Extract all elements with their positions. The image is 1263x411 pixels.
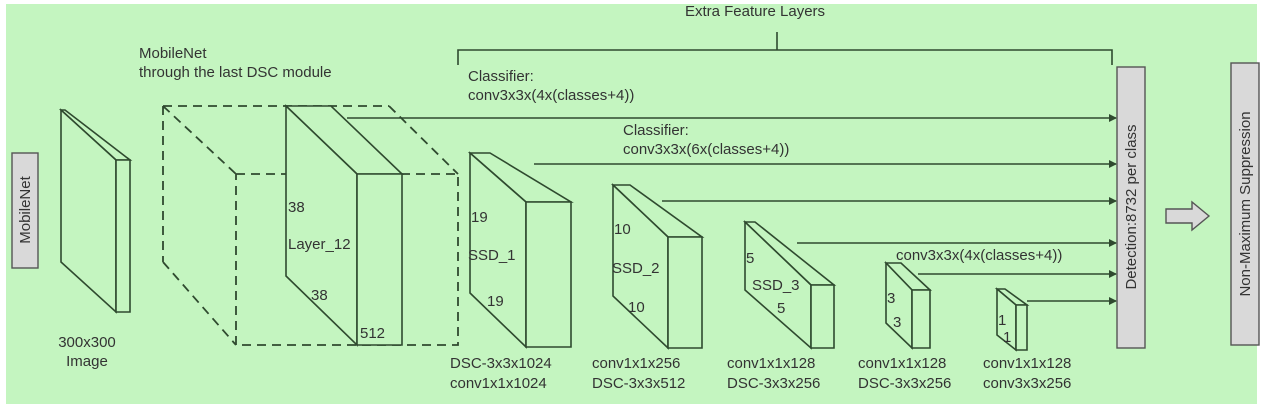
ssd3-op1: conv1x1x128 bbox=[727, 355, 815, 372]
extra-feature-layers-label: Extra Feature Layers bbox=[685, 3, 825, 20]
mobilenet-dashed-cube bbox=[162, 105, 459, 346]
layer1x1-slab bbox=[994, 287, 1030, 352]
classifier-3-op: conv3x3x(4x(classes+4)) bbox=[896, 247, 1062, 264]
layer3x3-op1: conv1x1x128 bbox=[858, 355, 946, 372]
layer1x1-height: 1 bbox=[998, 312, 1006, 329]
layer3x3-op2: DSC-3x3x256 bbox=[858, 375, 951, 392]
ssd2-op1: conv1x1x256 bbox=[592, 355, 680, 372]
layer12-width: 38 bbox=[311, 287, 328, 304]
ssd3-slab bbox=[743, 220, 837, 350]
mobilenet-title: MobileNet bbox=[139, 45, 207, 62]
ssd3-op2: DSC-3x3x256 bbox=[727, 375, 820, 392]
ssd1-height: 19 bbox=[471, 209, 488, 226]
ssd1-op1: DSC-3x3x1024 bbox=[450, 355, 552, 372]
layer3x3-width: 3 bbox=[893, 314, 901, 331]
input-image-slab bbox=[58, 108, 133, 314]
layer12-height: 38 bbox=[288, 199, 305, 216]
ssd1-width: 19 bbox=[487, 293, 504, 310]
mobilenet-subtitle: through the last DSC module bbox=[139, 64, 332, 81]
nms-label: Non-Maximum Suppression bbox=[1237, 111, 1254, 296]
mobilenet-box-label: MobileNet bbox=[17, 175, 34, 243]
ssd2-width: 10 bbox=[628, 299, 645, 316]
extra-feature-layers-brace bbox=[457, 32, 1113, 65]
ssd2-height: 10 bbox=[614, 221, 631, 238]
classifier-2-op: conv3x3x(6x(classes+4)) bbox=[623, 141, 789, 158]
ssd1-op2: conv1x1x1024 bbox=[450, 375, 547, 392]
layer12-slab bbox=[284, 104, 404, 347]
layer3x3-height: 3 bbox=[887, 290, 895, 307]
layer12-name: Layer_12 bbox=[288, 236, 351, 253]
classifier-2-title: Classifier: bbox=[623, 122, 689, 139]
nms-box: Non-Maximum Suppression bbox=[1230, 62, 1260, 346]
ssd3-height: 5 bbox=[746, 250, 754, 267]
layer3x3-slab bbox=[884, 261, 933, 350]
ssd3-width: 5 bbox=[777, 300, 785, 317]
image-size-label: 300x300 bbox=[58, 334, 116, 351]
ssd2-name: SSD_2 bbox=[612, 260, 660, 277]
classifier-1-title: Classifier: bbox=[468, 68, 534, 85]
detection-label: Detection:8732 per class bbox=[1123, 124, 1140, 289]
ssd3-name: SSD_3 bbox=[752, 277, 800, 294]
classifier-1-op: conv3x3x(4x(classes+4)) bbox=[468, 87, 634, 104]
ssd1-name: SSD_1 bbox=[468, 247, 516, 264]
layer1x1-width: 1 bbox=[1003, 329, 1011, 346]
image-label: Image bbox=[66, 353, 108, 370]
ssd1-slab bbox=[467, 151, 574, 349]
detection-box: Detection:8732 per class bbox=[1116, 66, 1146, 349]
layer12-channels: 512 bbox=[360, 325, 385, 342]
layer1x1-op1: conv1x1x128 bbox=[983, 355, 1071, 372]
ssd2-slab bbox=[610, 183, 705, 350]
hollow-right-arrow-icon bbox=[1165, 200, 1211, 232]
mobilenet-box: MobileNet bbox=[11, 152, 39, 269]
ssd2-op2: DSC-3x3x512 bbox=[592, 375, 685, 392]
layer1x1-op2: conv3x3x256 bbox=[983, 375, 1071, 392]
